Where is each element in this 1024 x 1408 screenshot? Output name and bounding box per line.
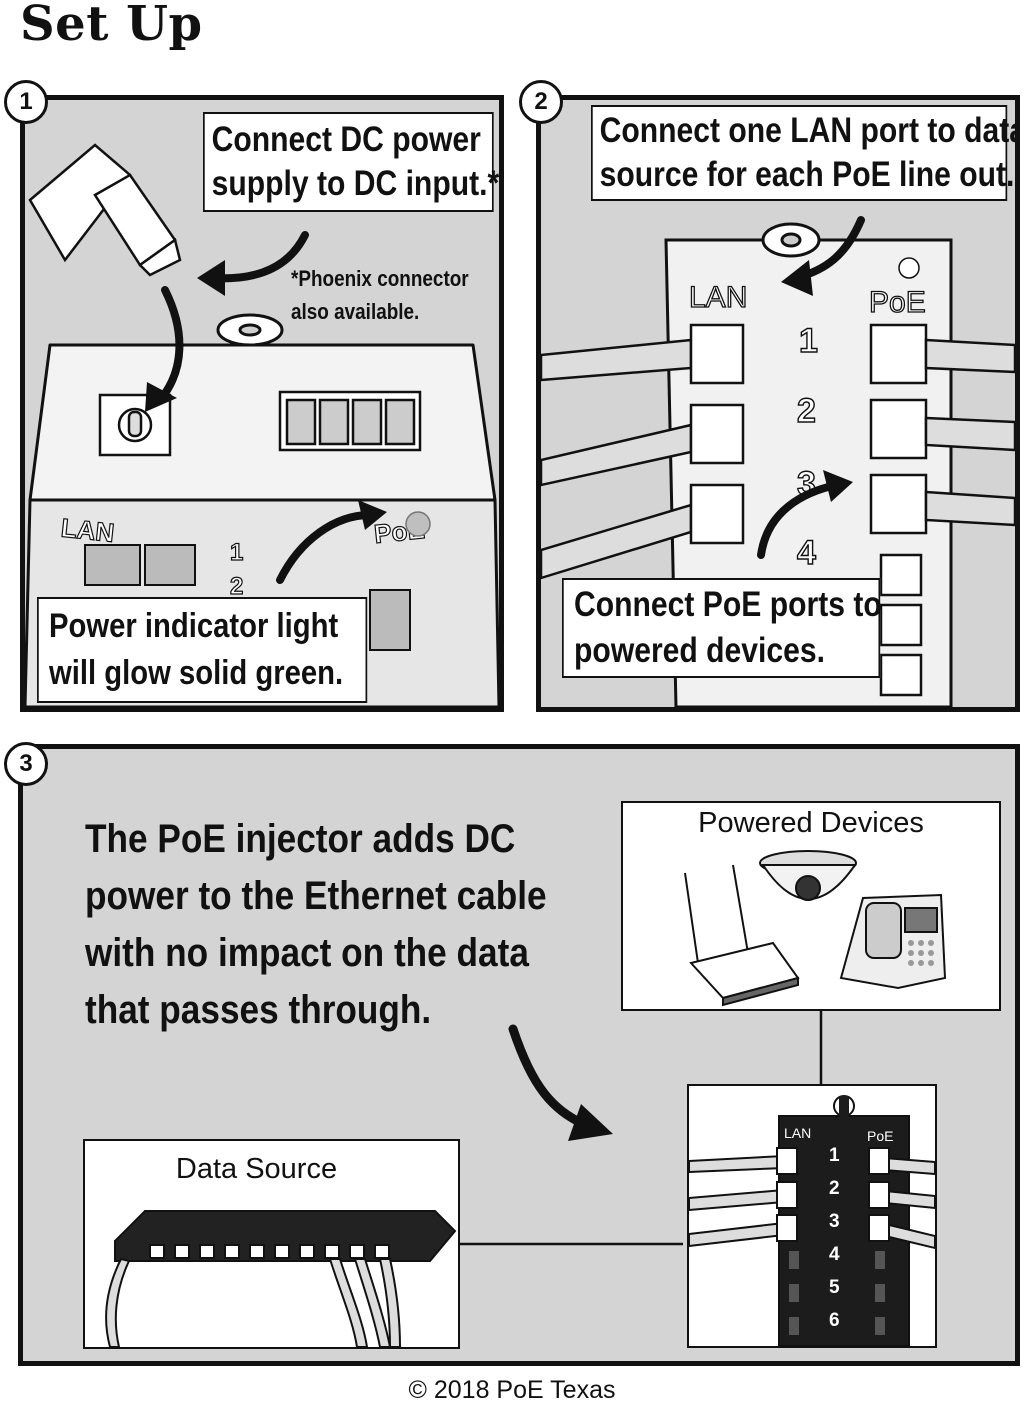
note-line: also available. [291, 299, 420, 324]
port-label-2: 2 [230, 573, 243, 600]
network-switch-icon [114, 1210, 457, 1262]
port-label-2: 2 [797, 392, 816, 430]
wireless-router-icon [684, 864, 800, 1007]
dome-camera-icon [759, 850, 857, 901]
powered-devices-box: Powered Devices [621, 801, 1001, 1011]
injector-port-label: 4 [829, 1244, 840, 1265]
front-ports [84, 544, 411, 651]
switch-cables [105, 1257, 402, 1347]
panel-step-1: LAN PoE 1 2 Connect DC power supply to D… [20, 95, 504, 712]
injector-port-label: 3 [829, 1211, 840, 1232]
callout-line: source for each PoE line out. [599, 155, 1015, 194]
callout-connect-dc-power: Connect DC power supply to DC input.* [203, 112, 500, 212]
injector-port-label: 2 [829, 1178, 840, 1199]
step-3-connections [460, 1009, 823, 1246]
lan-cables [541, 323, 745, 580]
top-ports [278, 390, 422, 452]
poe-injector-box: LAN PoE 1 2 3 4 5 6 [687, 1084, 937, 1348]
callout-power-indicator: Power indicator light will glow solid gr… [37, 597, 368, 703]
step-number-3: 3 [4, 742, 48, 786]
callout-line: Connect DC power [211, 120, 481, 159]
panel-step-3: The PoE injector adds DC power to the Et… [18, 744, 1020, 1366]
panel-step-2: LAN PoE 1 2 3 4 [536, 95, 1020, 712]
page-title: Set Up [20, 0, 203, 52]
callout-line: will glow solid green. [49, 654, 344, 692]
callout-connect-lan: Connect one LAN port to data source for … [591, 105, 1020, 201]
arrow-to-jack-icon [156, 286, 184, 404]
injector-poe-label: PoE [867, 1128, 893, 1144]
note-line: *Phoenix connector [291, 266, 469, 291]
phoenix-connector-note: *Phoenix connector also available. [291, 262, 469, 328]
description-line: that passes through. [85, 988, 432, 1032]
description-line: with no impact on the data [85, 931, 529, 975]
step-3-description: The PoE injector adds DC power to the Et… [85, 811, 547, 1039]
copyright: © 2018 PoE Texas [408, 1376, 616, 1404]
description-line: power to the Ethernet cable [85, 874, 547, 918]
callout-line: powered devices. [574, 631, 825, 670]
callout-connect-poe: Connect PoE ports to powered devices. [562, 578, 882, 678]
dc-plug-icon [28, 143, 182, 277]
injector-cables [689, 1154, 935, 1250]
port-label-4: 4 [797, 534, 816, 572]
description-line: The PoE injector adds DC [85, 817, 516, 861]
network-switch-illustration [105, 1210, 457, 1347]
powered-devices-title: Powered Devices [698, 807, 924, 839]
callout-line: supply to DC input.* [211, 164, 500, 203]
injector-port-label: 6 [829, 1310, 840, 1331]
conference-phone-icon [839, 893, 947, 990]
curved-arrow-icon [508, 1024, 588, 1129]
arrow-to-light-icon [276, 511, 374, 584]
poe-cables [869, 323, 1015, 697]
data-source-box: Data Source [83, 1139, 460, 1349]
power-indicator-light [405, 511, 431, 537]
lan-label: LAN [689, 281, 747, 314]
injector-port-label: 5 [829, 1277, 840, 1298]
dc-input-jack [98, 393, 172, 457]
data-source-title: Data Source [175, 1153, 338, 1185]
callout-line: Connect PoE ports to [574, 585, 882, 624]
port-label-1: 1 [799, 322, 818, 360]
poe-label: PoE [869, 286, 926, 319]
step-number-2: 2 [519, 80, 563, 124]
callout-line: Power indicator light [49, 607, 339, 645]
injector-lan-label: LAN [784, 1125, 811, 1141]
powered-devices-illustration [684, 850, 947, 1007]
injector-port-label: 1 [829, 1145, 840, 1166]
port-label-1: 1 [230, 539, 243, 566]
step-number-1: 1 [4, 80, 48, 124]
callout-line: Connect one LAN port to data [599, 111, 1020, 150]
poe-injector-illustration: LAN PoE 1 2 3 4 5 6 [689, 1095, 935, 1346]
arrow-to-poe-icon [757, 481, 840, 559]
lan-label: LAN [60, 512, 116, 547]
